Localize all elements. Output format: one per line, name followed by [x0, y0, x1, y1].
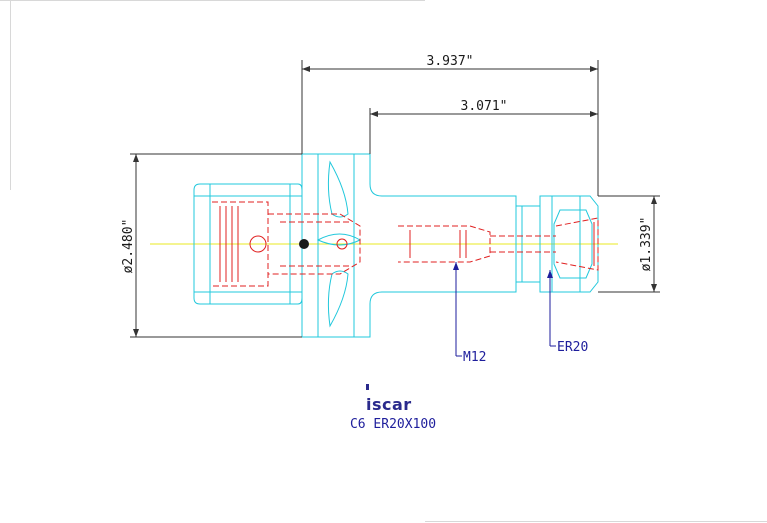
flange-diameter-label: ø2.480"	[121, 219, 136, 274]
thread-callout-label: M12	[463, 350, 486, 365]
holder-outline	[193, 153, 599, 338]
dimension-flange-diameter	[130, 153, 302, 338]
dimension-overall-length	[301, 60, 599, 196]
collet-callout-leader	[547, 270, 556, 347]
nose-diameter-label: ø1.339"	[639, 217, 654, 272]
gauge-length-label: 3.071"	[461, 99, 508, 114]
hidden-features	[212, 201, 599, 287]
thread-callout-leader	[453, 262, 462, 357]
collet-callout-label: ER20	[557, 340, 588, 355]
dimension-gauge-length	[369, 108, 598, 154]
part-number: C6 ER20X100	[350, 417, 436, 432]
logo-wordmark: iscar	[366, 395, 412, 414]
dimension-nose-diameter	[598, 195, 660, 293]
overall-length-label: 3.937"	[427, 54, 474, 69]
datum-mark	[299, 239, 309, 249]
iscar-logo: iscar	[366, 384, 412, 414]
